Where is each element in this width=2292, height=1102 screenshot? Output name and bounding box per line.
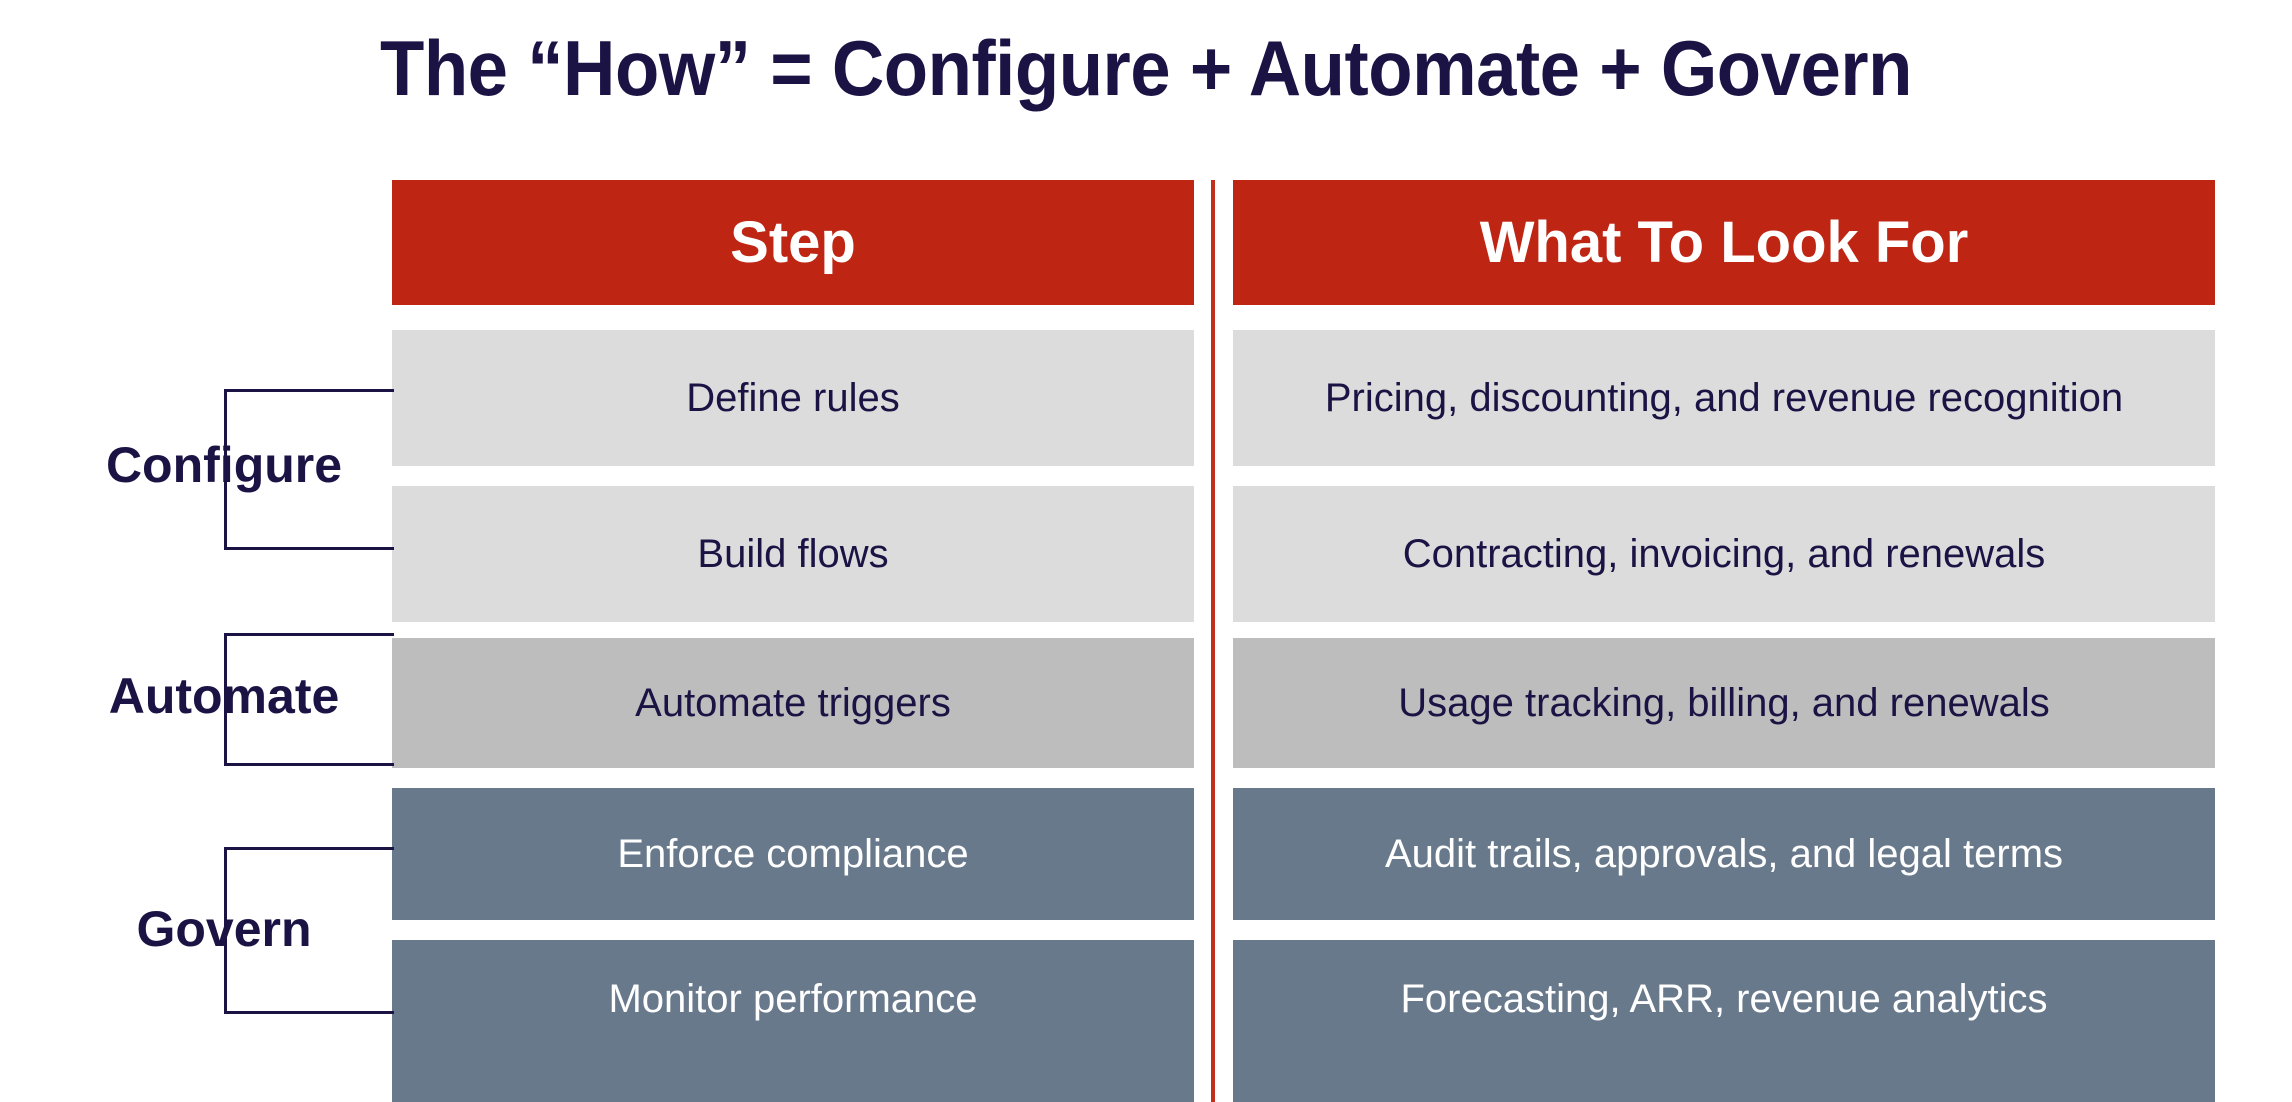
table-row: Enforce compliance — [392, 788, 1194, 920]
table-header-step: Step — [392, 180, 1194, 305]
table-header-what-to-look-for-label: What To Look For — [1479, 210, 1969, 275]
table-row: Contracting, invoicing, and renewals — [1233, 486, 2215, 622]
table-row: Automate triggers — [392, 638, 1194, 768]
table-row: Usage tracking, billing, and renewals — [1233, 638, 2215, 768]
table-header-what-to-look-for: What To Look For — [1233, 180, 2215, 305]
step-cell-label: Automate triggers — [635, 680, 951, 725]
look-for-cell-label: Pricing, discounting, and revenue recogn… — [1324, 375, 2124, 420]
table-row: Audit trails, approvals, and legal terms — [1233, 788, 2215, 920]
step-cell-label: Build flows — [697, 531, 889, 576]
page-title: The “How” = Configure + Automate + Gover… — [379, 24, 1913, 112]
table-row: Build flows — [392, 486, 1194, 622]
group-label-automate: Automate — [108, 668, 340, 724]
table-row: Pricing, discounting, and revenue recogn… — [1233, 330, 2215, 466]
look-for-cell-label: Forecasting, ARR, revenue analytics — [1400, 976, 2048, 1021]
column-divider — [1211, 180, 1215, 1102]
group-label-configure: Configure — [105, 437, 343, 493]
table-row: Define rules — [392, 330, 1194, 466]
look-for-cell-label: Contracting, invoicing, and renewals — [1402, 531, 2046, 576]
table-row: Monitor performance — [392, 940, 1194, 1102]
step-cell-label: Define rules — [686, 375, 900, 420]
group-label-govern: Govern — [136, 901, 312, 957]
table-header-step-label: Step — [730, 210, 856, 275]
look-for-cell-label: Usage tracking, billing, and renewals — [1398, 680, 2050, 725]
table-row: Forecasting, ARR, revenue analytics — [1233, 940, 2215, 1102]
look-for-cell-label: Audit trails, approvals, and legal terms — [1384, 831, 2064, 876]
step-cell-label: Enforce compliance — [617, 831, 969, 876]
step-cell-label: Monitor performance — [608, 976, 978, 1021]
